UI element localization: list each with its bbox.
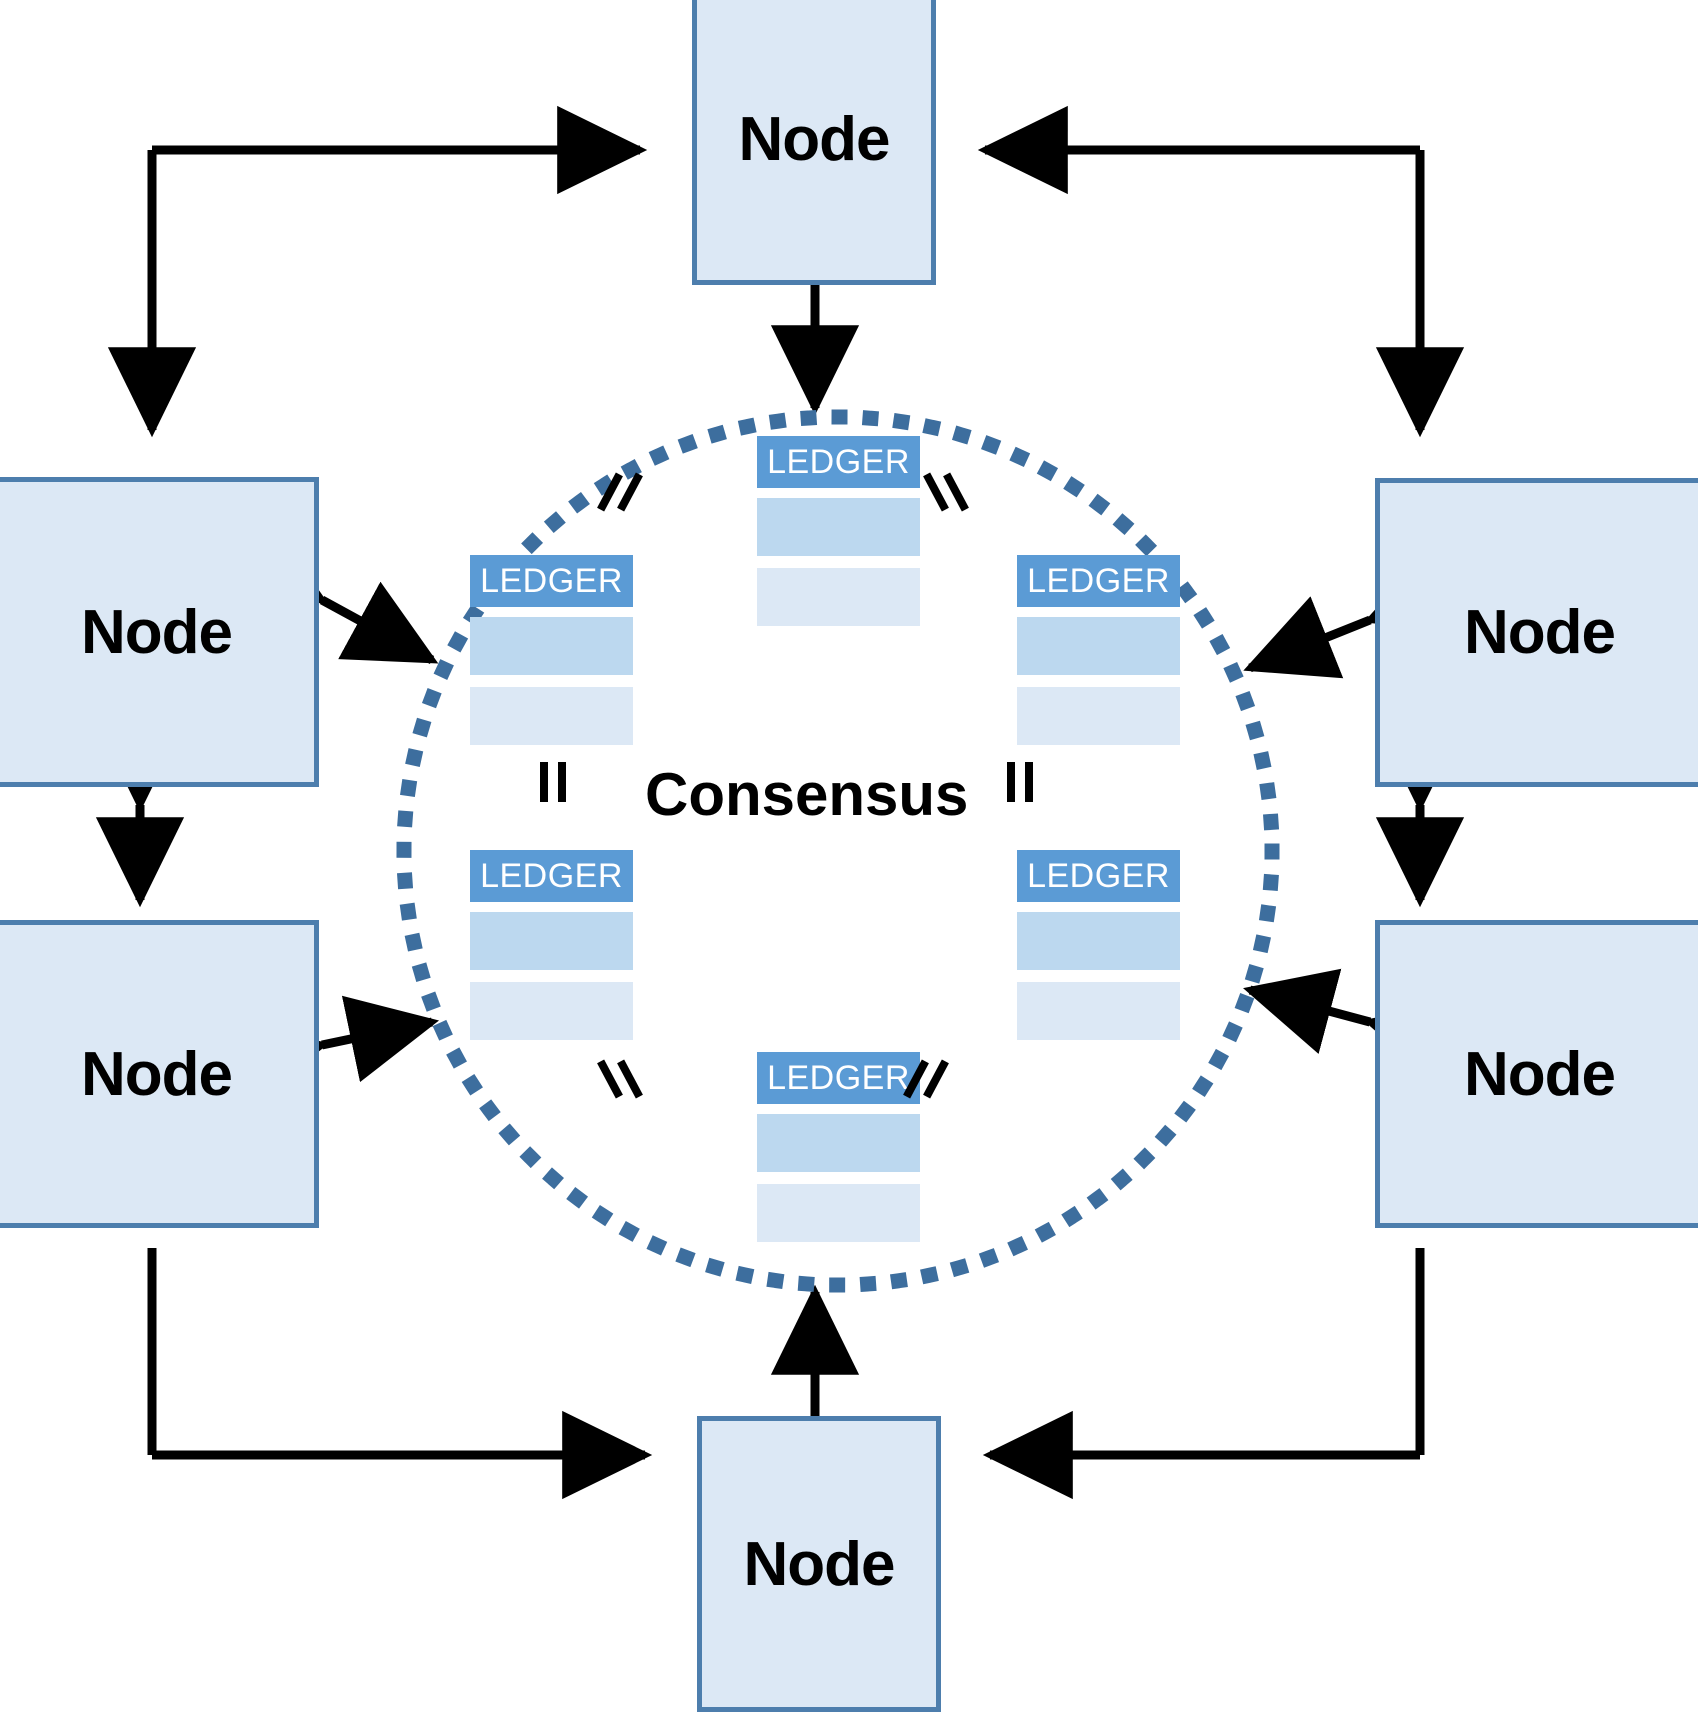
- equals-upper-left: [597, 472, 648, 512]
- node-right-upper-label: Node: [1464, 598, 1616, 667]
- ledger-upper-left-row-2: [470, 687, 633, 745]
- ledger-bottom-header: LEDGER: [757, 1052, 920, 1104]
- node-left-lower[interactable]: Node: [0, 920, 319, 1228]
- node-right-upper[interactable]: Node: [1375, 478, 1698, 787]
- ledger-bottom-row-2: [757, 1184, 920, 1242]
- arrow-left-lower-node-to-circle: [231, 995, 440, 1106]
- ledger-top-row-1: [757, 498, 920, 556]
- ledger-lower-left-header: LEDGER: [470, 850, 633, 902]
- node-right-lower[interactable]: Node: [1375, 920, 1698, 1228]
- ledger-lower-right-row-1: [1017, 912, 1180, 970]
- equals-mid-right: [1005, 762, 1049, 802]
- arrow-top-to-left-upper: [107, 105, 648, 438]
- ledger-lower-left-row-2: [470, 982, 633, 1040]
- ledger-upper-left-row-1: [470, 617, 633, 675]
- equals-lower-right: [903, 1059, 954, 1099]
- node-top[interactable]: Node: [692, 0, 936, 285]
- consensus-label: Consensus: [645, 761, 969, 828]
- node-left-upper-label: Node: [81, 597, 233, 667]
- equals-upper-right: [923, 472, 974, 512]
- ledger-lower-left-row-1: [470, 912, 633, 970]
- consensus-circle: [396, 409, 1280, 1293]
- ledger-upper-right-row-1: [1017, 617, 1180, 675]
- arrow-right-lower-node-to-circle: [1243, 968, 1462, 1086]
- node-left-lower-label: Node: [81, 1039, 233, 1109]
- equals-lower-left: [597, 1059, 648, 1099]
- ledger-lower-right-header: LEDGER: [1017, 850, 1180, 902]
- arrow-right-upper-to-top: [977, 105, 1465, 438]
- ledger-top-row-2: [757, 568, 920, 626]
- ledger-lower-right-row-2: [1017, 982, 1180, 1040]
- ledger-lower-left[interactable]: LEDGER: [470, 850, 633, 1040]
- ledger-upper-left-header: LEDGER: [470, 555, 633, 607]
- node-top-label: Node: [738, 105, 891, 174]
- ledger-upper-right[interactable]: LEDGER: [1017, 555, 1180, 745]
- ledger-upper-right-row-2: [1017, 687, 1180, 745]
- arrow-left-upper-node-to-circle: [228, 521, 439, 664]
- ledger-top[interactable]: LEDGER: [757, 436, 920, 626]
- ledger-upper-left[interactable]: LEDGER: [470, 555, 633, 745]
- arrow-left-lower-to-bottom: [147, 1248, 653, 1500]
- equals-mid-left: [538, 762, 582, 802]
- node-left-upper[interactable]: Node: [0, 477, 319, 787]
- arrow-right-upper-node-to-circle: [1243, 548, 1464, 679]
- ledger-bottom-row-1: [757, 1114, 920, 1172]
- ledger-lower-right[interactable]: LEDGER: [1017, 850, 1180, 1040]
- node-bottom-label: Node: [743, 1529, 896, 1599]
- ledger-top-header: LEDGER: [757, 436, 920, 488]
- ledger-upper-right-header: LEDGER: [1017, 555, 1180, 607]
- node-right-lower-label: Node: [1464, 1039, 1616, 1109]
- node-bottom[interactable]: Node: [697, 1416, 941, 1712]
- arrow-right-lower-to-bottom: [982, 1248, 1425, 1500]
- ledger-bottom[interactable]: LEDGER: [757, 1052, 920, 1242]
